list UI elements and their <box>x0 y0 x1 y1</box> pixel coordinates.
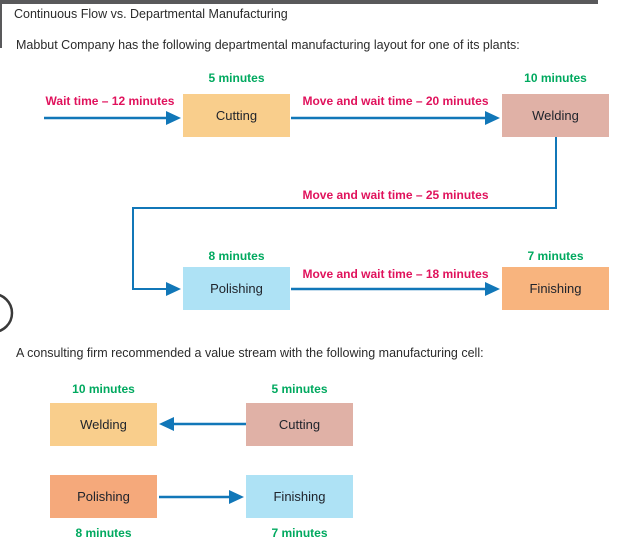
arrow-cell-cutting-to-welding <box>159 417 246 431</box>
page-title: Continuous Flow vs. Departmental Manufac… <box>14 7 288 21</box>
arrow-polishing-to-finishing <box>291 282 500 296</box>
polishing-box: Polishing <box>183 267 290 310</box>
arrow-cutting-to-welding <box>291 111 500 125</box>
cell-polishing-box: Polishing <box>50 475 157 518</box>
departmental-intro-text: Mabbut Company has the following departm… <box>16 38 520 52</box>
cell-cutting-box-label: Cutting <box>278 417 321 432</box>
cell-welding-box-label: Welding <box>80 417 127 432</box>
arrow-cell-polishing-to-finishing <box>159 490 244 504</box>
cell-welding-box: Welding <box>50 403 157 446</box>
move-wait-25-label: Move and wait time – 25 minutes <box>302 188 489 202</box>
cell-polishing-box-label: Polishing <box>77 489 130 504</box>
cell-cutting-time-label: 5 minutes <box>271 382 328 396</box>
finishing-box-label: Finishing <box>529 281 582 296</box>
cell-finishing-time-label: 7 minutes <box>271 526 328 540</box>
cell-finishing-box-label: Finishing <box>273 489 326 504</box>
polishing-box-label: Polishing <box>210 281 263 296</box>
cell-intro-text: A consulting firm recommended a value st… <box>16 346 484 360</box>
cutting-time-label: 5 minutes <box>208 71 265 85</box>
cutting-box-label: Cutting <box>215 108 258 123</box>
wait-time-label: Wait time – 12 minutes <box>45 94 175 108</box>
window-left-border <box>0 0 2 48</box>
cell-cutting-box: Cutting <box>246 403 353 446</box>
cutting-box: Cutting <box>183 94 290 137</box>
polishing-time-label: 8 minutes <box>208 249 265 263</box>
cell-polishing-time-label: 8 minutes <box>75 526 132 540</box>
cell-welding-time-label: 10 minutes <box>72 382 135 396</box>
welding-box-label: Welding <box>532 108 579 123</box>
finishing-time-label: 7 minutes <box>527 249 584 263</box>
welding-box: Welding <box>502 94 609 137</box>
finishing-box: Finishing <box>502 267 609 310</box>
page-curl-circle <box>0 294 14 332</box>
cell-finishing-box: Finishing <box>246 475 353 518</box>
welding-time-label: 10 minutes <box>524 71 587 85</box>
arrow-wait-in <box>44 111 181 125</box>
window-top-border <box>0 0 598 4</box>
move-wait-20-label: Move and wait time – 20 minutes <box>302 94 489 108</box>
move-wait-18-label: Move and wait time – 18 minutes <box>302 267 489 281</box>
